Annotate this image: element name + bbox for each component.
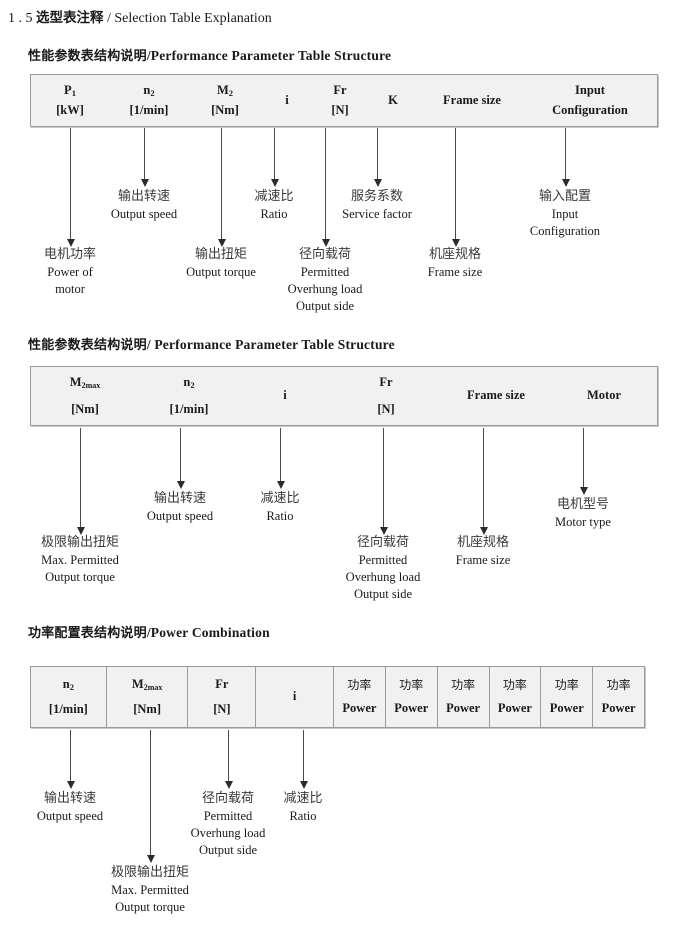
table1-col-n2: n2 [1/min]	[129, 83, 169, 117]
arrow-frame-size	[451, 128, 460, 247]
arrow-output-speed-3	[66, 730, 75, 789]
section-heading-1: 性能参数表结构说明/Performance Parameter Table St…	[28, 45, 391, 64]
section-heading-3: 功率配置表结构说明/Power Combination	[28, 622, 270, 641]
annotation-frame-size-2: 机座规格 Frame size	[455, 535, 511, 567]
arrow-overhung-load-3	[224, 730, 233, 789]
section-heading-3-sep: /	[146, 625, 151, 640]
annotation-service-factor: 服务系数 Service factor	[342, 189, 412, 221]
annotation-overhung-load-2: 径向载荷 Permitted Overhung load Output side	[345, 535, 421, 602]
annotation-overhung-load-1: 径向载荷 Permitted Overhung load Output side	[287, 247, 363, 314]
page-title-en: Selection Table Explanation	[114, 11, 272, 26]
arrow-ratio-2	[276, 428, 285, 489]
performance-parameter-table-2: M2max [Nm] n2 [1/min] i Fr [N] Frame siz…	[30, 366, 658, 426]
arrow-motor-type	[579, 428, 588, 495]
table2-col-n2: n2 [1/min]	[169, 374, 209, 416]
section-heading-2-cn: 性能参数表结构说明	[28, 338, 147, 353]
arrow-input-configuration	[561, 128, 570, 187]
table2-col-frame-size: Frame size	[467, 388, 525, 403]
annotation-output-torque: 输出扭矩 Output torque	[186, 247, 256, 279]
section-heading-2-en: Performance Parameter Table Structure	[154, 337, 395, 352]
table1-col-fr: Fr [N]	[331, 83, 349, 117]
table1-col-p1: P1 [kW]	[56, 83, 84, 117]
annotation-max-output-torque-3: 极限输出扭矩 Max. Permitted Output torque	[110, 865, 190, 915]
table3-col-m2max: M2max [Nm]	[105, 667, 188, 727]
table3-col-power-1: 功率 Power	[333, 667, 385, 727]
section-heading-2-sep: /	[146, 337, 151, 352]
annotation-input-configuration: 输入配置 Input Configuration	[529, 189, 601, 239]
arrow-output-speed	[140, 128, 149, 187]
table2-col-motor: Motor	[586, 388, 621, 403]
annotation-ratio-2: 减速比 Ratio	[260, 491, 300, 523]
annotation-power-of-motor: 电机功率 Power of motor	[43, 247, 97, 297]
table2-col-fr: Fr [N]	[377, 374, 395, 416]
table1-col-input-configuration: Input Configuration	[552, 83, 628, 117]
table3-col-power-6: 功率 Power	[592, 667, 644, 727]
arrow-output-speed-2	[176, 428, 185, 489]
section-heading-3-en: Power Combination	[150, 625, 270, 640]
section-heading-1-sep: /	[146, 48, 151, 63]
table3-col-fr: Fr [N]	[187, 667, 255, 727]
table3-col-i: i	[255, 667, 333, 727]
section-heading-3-cn: 功率配置表结构说明	[28, 626, 147, 641]
section-heading-1-en: Performance Parameter Table Structure	[150, 48, 392, 63]
table3-col-power-2: 功率 Power	[384, 667, 437, 727]
arrow-max-output-torque-2	[76, 428, 85, 535]
table1-col-m2: M2 [Nm]	[211, 83, 239, 117]
annotation-output-speed-1: 输出转速 Output speed	[110, 189, 178, 221]
performance-parameter-table-1: P1 [kW] n2 [1/min] M2 [Nm] i Fr [N] K Fr…	[30, 74, 658, 127]
arrow-output-torque	[217, 128, 226, 247]
annotation-ratio-1: 减速比 Ratio	[254, 189, 294, 221]
annotation-frame-size-1: 机座规格 Frame size	[427, 247, 483, 279]
annotation-output-speed-2: 输出转速 Output speed	[146, 491, 214, 523]
table1-col-k: K	[388, 92, 398, 107]
arrow-overhung-load-2	[379, 428, 388, 535]
annotation-max-output-torque-2: 极限输出扭矩 Max. Permitted Output torque	[40, 535, 120, 585]
section-heading-1-cn: 性能参数表结构说明	[28, 49, 147, 64]
table2-col-m2max: M2max [Nm]	[69, 374, 101, 416]
arrow-ratio	[270, 128, 279, 187]
section-heading-2: 性能参数表结构说明/ Performance Parameter Table S…	[28, 334, 395, 353]
table1-col-i: i	[285, 92, 289, 107]
section-number: 1 . 5	[8, 11, 33, 26]
annotation-output-speed-3: 输出转速 Output speed	[36, 791, 104, 823]
arrow-service-factor	[373, 128, 382, 187]
power-combination-table: n2 [1/min] M2max [Nm] Fr [N] i 功率 Power …	[30, 666, 645, 728]
arrow-overhung-load	[321, 128, 330, 247]
table3-col-power-5: 功率 Power	[540, 667, 592, 727]
table3-col-power-4: 功率 Power	[488, 667, 541, 727]
page-title: 1 . 5 选型表注释 / Selection Table Explanatio…	[8, 6, 272, 27]
table2-col-i: i	[283, 388, 287, 403]
table1-col-frame-size: Frame size	[443, 92, 501, 107]
arrow-power-of-motor	[66, 128, 75, 247]
arrow-frame-size-2	[479, 428, 488, 535]
page-title-cn: 选型表注释	[36, 10, 104, 26]
arrow-max-output-torque-3	[146, 730, 155, 863]
table3-col-power-3: 功率 Power	[436, 667, 489, 727]
table3-col-n2: n2 [1/min]	[48, 676, 88, 716]
title-separator: /	[107, 11, 111, 26]
arrow-ratio-3	[299, 730, 308, 789]
annotation-motor-type: 电机型号 Motor type	[555, 497, 611, 529]
annotation-overhung-load-3: 径向载荷 Permitted Overhung load Output side	[190, 791, 266, 858]
annotation-ratio-3: 减速比 Ratio	[283, 791, 323, 823]
